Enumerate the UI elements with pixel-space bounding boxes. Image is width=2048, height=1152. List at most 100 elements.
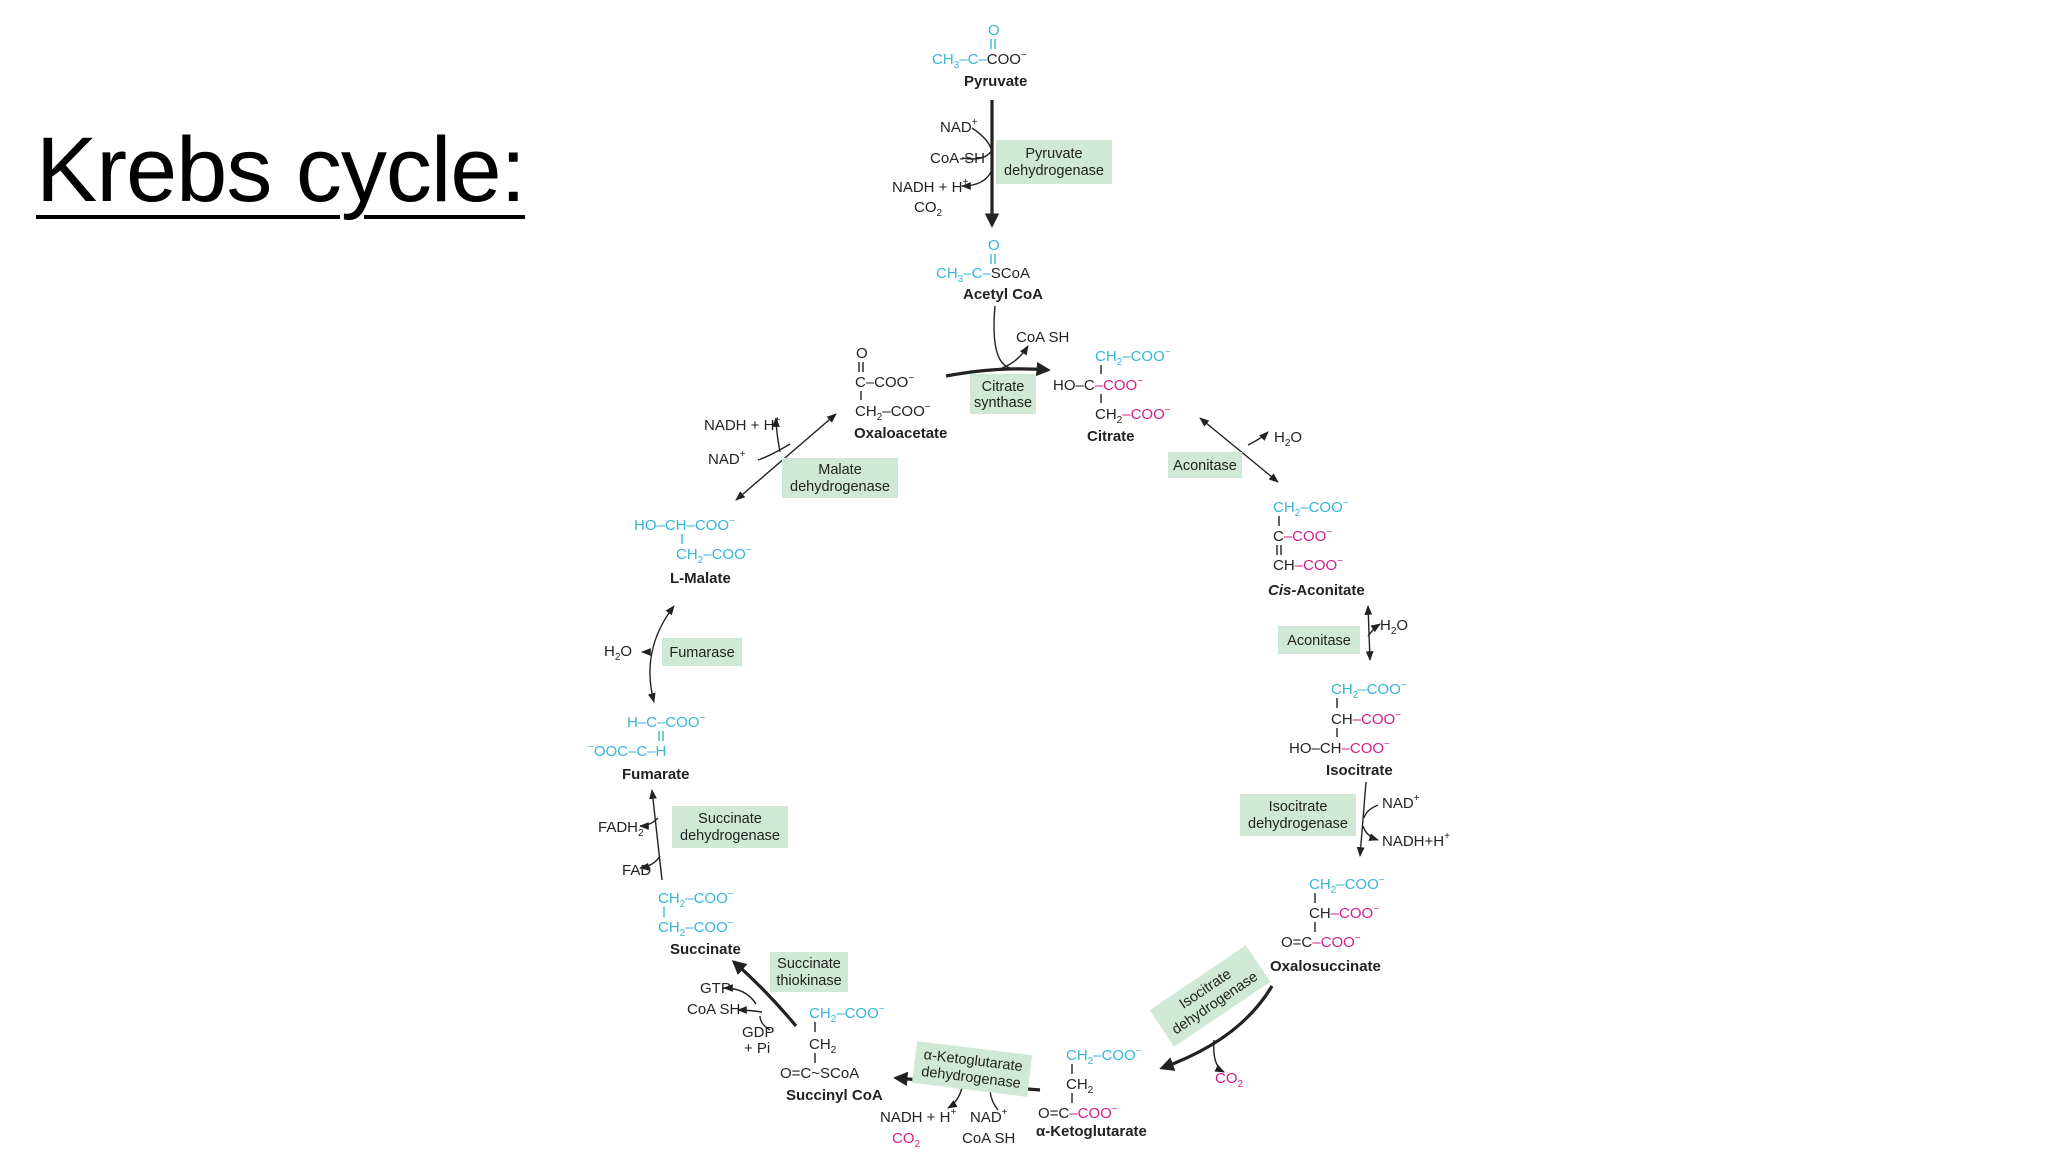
pyruvate-label: Pyruvate bbox=[964, 73, 1027, 90]
succinate-dehydrogenase-line2: dehydrogenase bbox=[680, 828, 780, 844]
alpha-ketoglutarate-label: α-Ketoglutarate bbox=[1036, 1123, 1147, 1140]
akg-coash-label: CoA SH bbox=[962, 1130, 1015, 1147]
citrate-structure: CH2–COO− HO–C–COO− CH2–COO− Citrate bbox=[1053, 347, 1171, 445]
water-label-1: H2O bbox=[1274, 429, 1302, 449]
isocitrate-line2: CH–COO− bbox=[1331, 710, 1401, 728]
pyruvate-dehydrogenase-line1: Pyruvate bbox=[1025, 146, 1082, 162]
pyruvate-structure: O CH3–C–COO− Pyruvate bbox=[932, 22, 1027, 90]
co2-out-arrow bbox=[1213, 1039, 1225, 1073]
gtp-out-arrow bbox=[723, 984, 757, 1005]
aconitase-box-2 bbox=[1278, 626, 1360, 654]
gtp-label: GTP bbox=[700, 980, 731, 997]
coa-sh-label: CoA-SH bbox=[930, 150, 985, 167]
slide-title: Krebs cycle: bbox=[36, 119, 526, 221]
oxalosuccinate-structure: CH2–COO− CH–COO− O=C–COO− Oxalosuccinate bbox=[1270, 875, 1385, 975]
coash-in-arrow bbox=[961, 149, 993, 160]
water-label-2: H2O bbox=[1380, 617, 1408, 637]
gdp-label: GDP bbox=[742, 1024, 775, 1041]
akg-line3: O=C–COO− bbox=[1038, 1104, 1118, 1122]
oxalosuccinate-akg-arrow bbox=[1159, 985, 1274, 1071]
fumarate-label: Fumarate bbox=[622, 766, 690, 783]
oaa-oxygen: O bbox=[856, 345, 868, 362]
succinylcoa-to-succinate-arrow bbox=[731, 960, 798, 1028]
citrate-synthase-box bbox=[970, 374, 1036, 414]
isocitrate-dehydrogenase-box-2 bbox=[1149, 945, 1271, 1047]
water-in-arrow-2 bbox=[1367, 623, 1381, 637]
succinylcoa-line1: CH2–COO− bbox=[809, 1004, 885, 1025]
nadh-out-arrow-3 bbox=[947, 1087, 963, 1109]
malate-dehydrogenase-line1: Malate bbox=[818, 462, 862, 478]
citrate-line3: CH2–COO− bbox=[1095, 405, 1171, 426]
aconitase-label-2: Aconitase bbox=[1287, 633, 1351, 649]
pyruvate-dehydrogenase-box bbox=[996, 140, 1112, 184]
isocitrate-dehydrogenase-2-rotated: Isocitrate dehydrogenase bbox=[1149, 945, 1271, 1047]
acetyl-coa-structure: O CH3–C–SCoA Acetyl CoA bbox=[936, 237, 1043, 303]
succinate-dehydrogenase-step: FADH2 FAD Succinate dehydrogenase bbox=[598, 789, 788, 881]
akg-dehydrogenase-step: NADH + H+ NAD+ CO2 CoA SH α-Ketoglutarat… bbox=[880, 1041, 1041, 1150]
citrate-synthase-step: CoA SH Citrate synthase bbox=[945, 305, 1069, 414]
co2-label-3: CO2 bbox=[892, 1130, 921, 1150]
akg-line1: CH2–COO− bbox=[1066, 1046, 1142, 1067]
isocitrate-structure: CH2–COO− CH–COO− HO–CH–COO− Isocitrate bbox=[1289, 680, 1407, 779]
succinate-to-fumarate-arrow bbox=[649, 789, 663, 881]
nadh-out-arrow-malate bbox=[772, 417, 781, 453]
citrate-synthase-line1: Citrate bbox=[982, 379, 1025, 395]
gdp-in-arrow bbox=[759, 1015, 771, 1031]
fumarase-label: Fumarase bbox=[669, 645, 734, 661]
oxalosuccinate-line3: O=C–COO− bbox=[1281, 933, 1361, 951]
oxalosuccinate-line2: CH–COO− bbox=[1309, 904, 1379, 922]
nadh-h-label-2: NADH+H+ bbox=[1382, 831, 1450, 850]
cis-aconitate-structure: CH2–COO− C–COO− CH–COO− Cis-Aconitate bbox=[1268, 498, 1365, 599]
thiokinase-coash-label: CoA SH bbox=[687, 1001, 740, 1018]
nadh-out-arrow-2 bbox=[1362, 825, 1379, 841]
succinate-label: Succinate bbox=[670, 941, 741, 958]
oaa-to-citrate-arrow bbox=[945, 361, 1051, 378]
succinylcoa-line3: O=C~SCoA bbox=[780, 1065, 859, 1082]
isocitrate-label: Isocitrate bbox=[1326, 762, 1393, 779]
oxaloacetate-label: Oxaloacetate bbox=[854, 425, 947, 442]
fadh2-out-arrow bbox=[639, 817, 659, 830]
isocitrate-dehydrogenase-step-2: CO2 Isocitrate dehydrogenase bbox=[1149, 945, 1274, 1090]
fumarate-line2: −OOC–C–H bbox=[588, 742, 666, 760]
akg-line2: CH2 bbox=[1066, 1076, 1094, 1096]
acetylcoa-formula: CH3–C–SCoA bbox=[936, 265, 1030, 285]
akg-dehydrogenase-rotated: α-Ketoglutarate dehydrogenase bbox=[911, 1041, 1033, 1097]
nadh-out-arrow bbox=[961, 169, 993, 190]
succinate-dehydrogenase-line1: Succinate bbox=[698, 811, 762, 827]
citrate-synthase-line2: synthase bbox=[974, 395, 1032, 411]
l-malate-label: L-Malate bbox=[670, 570, 731, 587]
nad-plus-label-2: NAD+ bbox=[1382, 793, 1420, 812]
fumarase-box bbox=[662, 638, 742, 666]
pyruvate-oxygen: O bbox=[988, 22, 1000, 39]
pi-label: + Pi bbox=[744, 1040, 770, 1057]
oxalosuccinate-line1: CH2–COO− bbox=[1309, 875, 1385, 896]
oaa-line1: C–COO− bbox=[855, 373, 914, 391]
nad-plus-label: NAD+ bbox=[940, 117, 978, 136]
succinate-line2: CH2–COO− bbox=[658, 918, 734, 939]
akg-dehydrogenase-box bbox=[911, 1041, 1033, 1097]
malate-dehydrogenase-box bbox=[782, 458, 898, 498]
alpha-ketoglutarate-structure: CH2–COO− CH2 O=C–COO− α-Ketoglutarate bbox=[1036, 1046, 1147, 1140]
cisaconitate-line1: CH2–COO− bbox=[1273, 498, 1349, 519]
water-out-arrow-1 bbox=[1247, 431, 1269, 446]
cisaconitate-line2: C–COO− bbox=[1273, 527, 1332, 545]
co2-label-2: CO2 bbox=[1215, 1070, 1244, 1090]
pyruvate-formula: CH3–C–COO− bbox=[932, 50, 1027, 71]
succinyl-coa-label: Succinyl CoA bbox=[786, 1087, 883, 1104]
nad-in-arrow-2 bbox=[1363, 804, 1379, 819]
nad-in-arrow bbox=[971, 127, 993, 153]
succinate-thiokinase-box bbox=[770, 952, 848, 992]
nad-plus-label-3: NAD+ bbox=[970, 1107, 1008, 1126]
succinate-structure: CH2–COO− CH2–COO− Succinate bbox=[658, 889, 741, 958]
isocitrate-line3: HO–CH–COO− bbox=[1289, 739, 1390, 757]
coash-out-arrow bbox=[1001, 345, 1029, 369]
malate-dehydrogenase-line2: dehydrogenase bbox=[790, 479, 890, 495]
nadh-h-label-3: NADH + H+ bbox=[880, 1107, 956, 1126]
pyruvate-dehydrogenase-line2: dehydrogenase bbox=[1004, 163, 1104, 179]
succinylcoa-line2: CH2 bbox=[809, 1036, 837, 1056]
malate-line1: HO–CH–COO− bbox=[634, 516, 735, 534]
malate-oaa-arrow bbox=[735, 413, 837, 501]
fumarase-step: H2O Fumarase bbox=[604, 605, 742, 703]
co2-label: CO2 bbox=[914, 199, 943, 219]
succinyl-coa-structure: CH2–COO− CH2 O=C~SCoA Succinyl CoA bbox=[780, 1004, 885, 1104]
